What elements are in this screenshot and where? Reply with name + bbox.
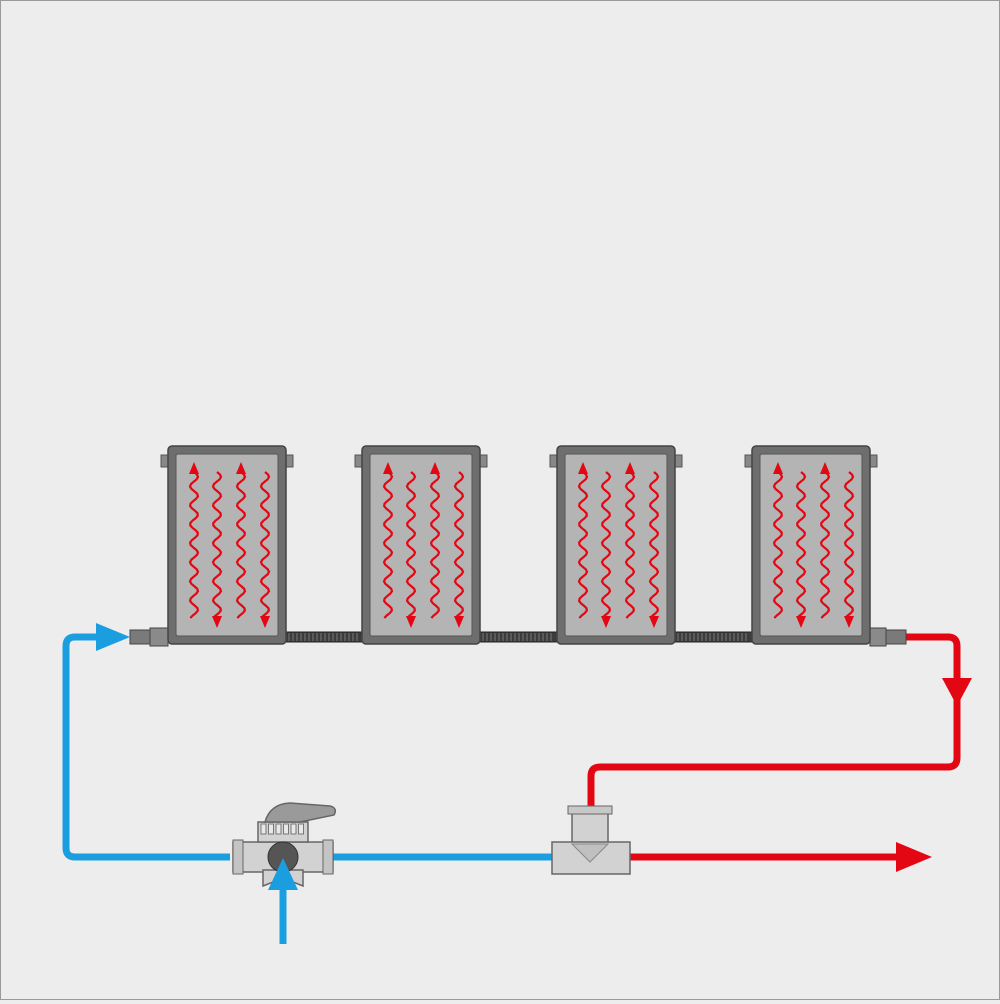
actuator-rib: [260, 823, 267, 835]
actuator-rib: [298, 823, 304, 835]
flow-line-down: [600, 471, 612, 619]
flow-arrowhead-down: [649, 616, 659, 628]
connector-2-3: [479, 631, 558, 643]
flow-arrowhead-down: [212, 616, 222, 628]
flow-arrowhead-up: [820, 462, 830, 474]
valve-handle: [264, 802, 337, 823]
actuator-rib: [275, 823, 282, 835]
connector-3-4: [674, 631, 753, 643]
flow-line-up: [235, 471, 247, 619]
three-way-valve-icon: [232, 802, 337, 888]
flow-line-up: [188, 471, 200, 619]
radiator-panel: [564, 453, 668, 637]
inlet-coupling-nut: [149, 627, 169, 647]
flow-line-up: [577, 471, 589, 619]
flow-line-down: [259, 471, 271, 619]
flow-arrowhead-up: [625, 462, 635, 474]
flow-arrowhead-down: [796, 616, 806, 628]
valve-port-right: [322, 839, 334, 875]
radiator-panel: [175, 453, 279, 637]
actuator-rib: [283, 823, 289, 835]
cold-inlet-arrow-up: [268, 858, 298, 890]
actuator-rib: [290, 823, 297, 835]
tee-junction: [570, 843, 610, 863]
flow-arrowhead-down: [260, 616, 270, 628]
tee-fitting-icon: [551, 805, 631, 875]
hot-outlet-arrow-right: [896, 842, 932, 872]
flow-arrowhead-up: [578, 462, 588, 474]
flow-line-up: [382, 471, 394, 619]
flow-arrowhead-down: [601, 616, 611, 628]
flow-arrowhead-up: [189, 462, 199, 474]
connector-1-2: [285, 631, 363, 643]
radiator-2: [354, 445, 488, 645]
hot-return-from-radiators-pipe: [587, 633, 961, 808]
flow-line-up: [429, 471, 441, 619]
flow-line-down: [648, 471, 660, 619]
flow-line-up: [624, 471, 636, 619]
flow-arrowhead-up: [773, 462, 783, 474]
tee-branch-collar: [567, 805, 613, 815]
radiator-panel: [369, 453, 473, 637]
flow-line-up: [772, 471, 784, 619]
flow-line-down: [795, 471, 807, 619]
actuator-rib: [268, 823, 274, 835]
radiator-1: [160, 445, 294, 645]
valve-port-left: [232, 839, 244, 875]
flow-arrowhead-down: [844, 616, 854, 628]
radiator-4: [744, 445, 878, 645]
radiator-3: [549, 445, 683, 645]
cold-flow-arrow-right: [96, 623, 130, 651]
flow-line-down: [211, 471, 223, 619]
flow-arrowhead-down: [406, 616, 416, 628]
flow-arrowhead-down: [454, 616, 464, 628]
hot-flow-arrow-down: [942, 678, 972, 706]
flow-arrowhead-up: [430, 462, 440, 474]
flow-line-down: [405, 471, 417, 619]
outlet-coupling-nut: [869, 627, 887, 647]
flow-line-up: [819, 471, 831, 619]
flow-line-down: [843, 471, 855, 619]
radiator-panel: [759, 453, 863, 637]
flow-line-down: [453, 471, 465, 619]
cold-supply-to-radiators-pipe: [62, 633, 230, 861]
flow-arrowhead-up: [383, 462, 393, 474]
flow-arrowhead-up: [236, 462, 246, 474]
